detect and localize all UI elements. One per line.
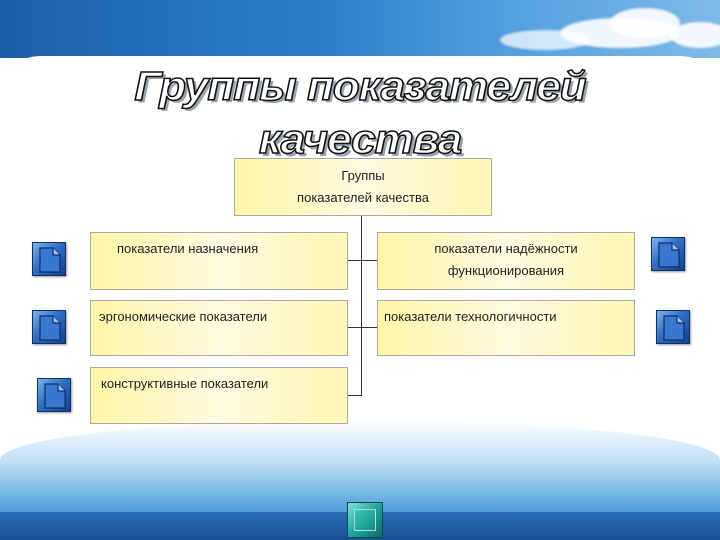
document-icon[interactable] — [32, 310, 66, 344]
node-ergonomic-indicators: эргономические показатели — [90, 300, 348, 356]
cloud-decoration — [500, 30, 590, 50]
node-label: показатели технологичности — [384, 309, 557, 324]
teal-square-button[interactable] — [347, 502, 383, 538]
document-icon[interactable] — [32, 242, 66, 276]
connector-right-2 — [362, 327, 377, 328]
node-purpose-indicators: показатели назначения — [90, 232, 348, 290]
document-glyph — [39, 315, 61, 341]
slide-title: Группы показателей качества — [134, 63, 588, 163]
cloud-decoration — [670, 22, 720, 48]
node-label: показатели назначения — [117, 241, 259, 256]
document-glyph — [44, 383, 66, 409]
node-label-line1: показатели надёжности — [434, 241, 578, 256]
root-node: Группы показателей качества — [234, 158, 492, 216]
node-label: эргономические показатели — [99, 309, 268, 324]
document-icon[interactable] — [37, 378, 71, 412]
root-node-line2: показателей качества — [297, 190, 429, 205]
document-glyph — [658, 242, 680, 268]
connector-right-1 — [362, 260, 377, 261]
document-glyph — [39, 247, 61, 273]
document-icon[interactable] — [656, 310, 690, 344]
node-label-line2: функционирования — [447, 263, 565, 278]
connector-left-1 — [348, 260, 361, 261]
root-node-line1: Группы — [341, 168, 385, 183]
sky-header-band — [0, 0, 720, 58]
document-icon[interactable] — [651, 237, 685, 271]
document-glyph — [663, 315, 685, 341]
cloud-decoration — [610, 8, 680, 38]
node-manufacturability-indicators: показатели технологичности — [377, 300, 635, 356]
connector-left-2 — [348, 327, 361, 328]
node-reliability-indicators: показатели надёжности функционирования — [377, 232, 635, 290]
connector-trunk — [361, 216, 362, 396]
node-design-indicators: конструктивные показатели — [90, 367, 348, 424]
connector-left-3 — [348, 395, 361, 396]
node-label: конструктивные показатели — [101, 376, 269, 391]
